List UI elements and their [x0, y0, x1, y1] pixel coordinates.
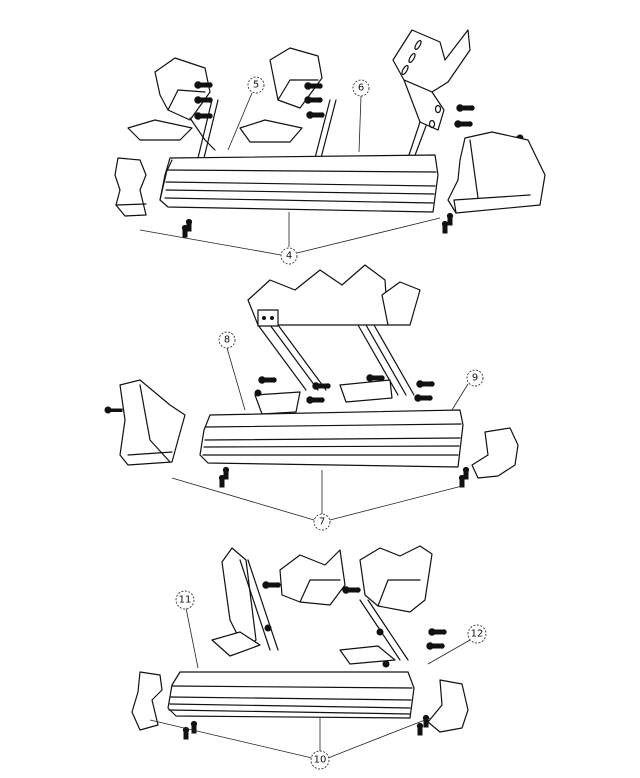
callout-6: 6 [352, 79, 370, 97]
svg-text:4: 4 [286, 251, 292, 262]
bracket-set-middle [247, 264, 421, 415]
svg-text:7: 7 [319, 517, 325, 528]
callout-12: 12 [467, 624, 487, 644]
bracket-left-top [127, 57, 219, 159]
bolts-middle [104, 374, 435, 414]
callout-7: 7 [313, 513, 331, 531]
step-bar-bottom [167, 671, 415, 719]
svg-text:8: 8 [224, 335, 230, 346]
svg-text:10: 10 [314, 755, 327, 766]
bracket-set-bottom [211, 545, 433, 665]
svg-text:9: 9 [472, 373, 478, 384]
end-cap-right-top [447, 131, 546, 214]
callout-11: 11 [175, 590, 195, 610]
assembly-bottom [131, 545, 471, 759]
bolts-top-left [194, 81, 213, 120]
callout-5: 5 [247, 76, 265, 94]
bolts-top-mid [304, 82, 325, 119]
end-cap-right-middle [471, 427, 519, 479]
svg-text:6: 6 [358, 83, 364, 94]
callout-8: 8 [218, 331, 236, 349]
end-cap-left-top [114, 157, 147, 217]
bracket-mid-top [239, 47, 337, 159]
svg-text:11: 11 [179, 595, 192, 606]
callout-9: 9 [466, 369, 484, 387]
assembly-top [114, 29, 546, 256]
callout-4: 4 [280, 247, 298, 265]
callout-10: 10 [310, 750, 330, 770]
assembly-middle [104, 264, 519, 521]
svg-text:12: 12 [471, 629, 484, 640]
bracket-right-top [392, 29, 471, 159]
svg-text:5: 5 [253, 80, 259, 91]
end-cap-left-middle [119, 379, 186, 466]
end-cap-left-bottom [131, 671, 163, 731]
step-bar-top [159, 154, 439, 213]
bolts-bottom [262, 581, 447, 668]
step-bar-middle [199, 409, 464, 468]
end-cap-right-bottom [427, 679, 469, 733]
